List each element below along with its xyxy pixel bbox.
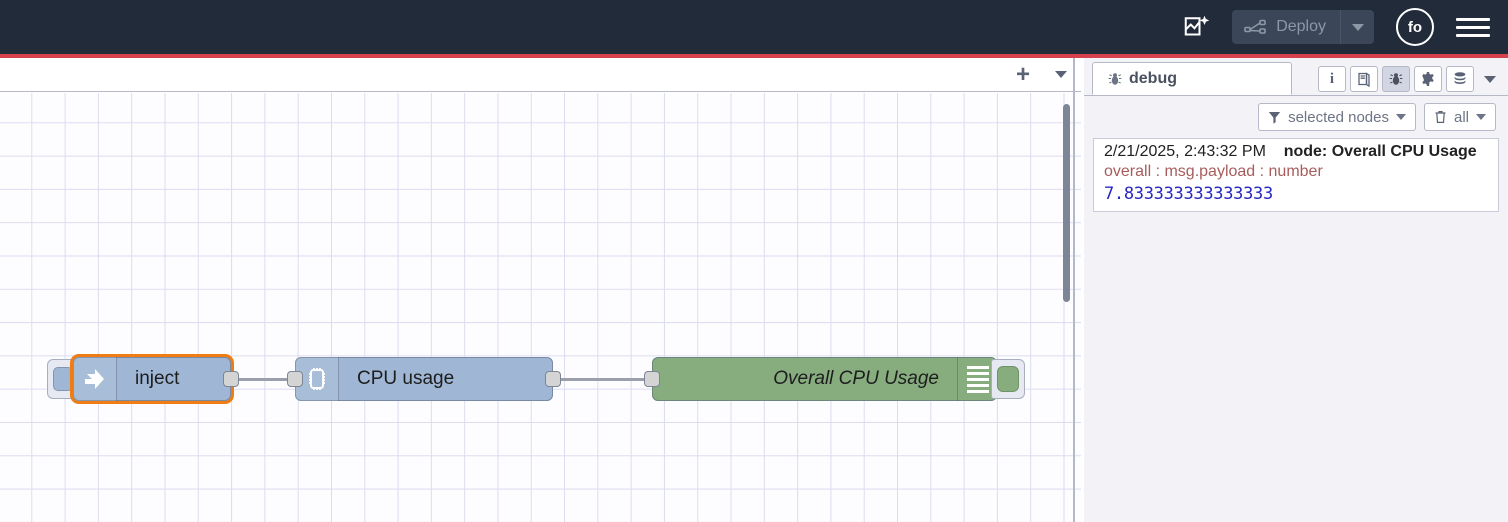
trash-icon (1434, 110, 1447, 124)
node-inject-label: inject (135, 368, 180, 389)
debug-enable-button[interactable] (991, 359, 1025, 399)
sidebar-more-tabs-button[interactable] (1478, 66, 1502, 92)
debug-message-header: 2/21/2025, 2:43:32 PM node: Overall CPU … (1104, 143, 1488, 161)
sidebar-panel: debug i (1084, 58, 1508, 522)
node-debug-label: Overall CPU Usage (773, 368, 939, 389)
canvas-vertical-scrollbar[interactable] (1063, 104, 1070, 302)
debug-message[interactable]: 2/21/2025, 2:43:32 PM node: Overall CPU … (1104, 143, 1488, 204)
chevron-down-icon (1476, 114, 1486, 120)
tab-debug[interactable]: debug (1092, 62, 1292, 95)
canvas-divider (1073, 58, 1075, 522)
add-flow-button[interactable]: + (1015, 60, 1030, 88)
debug-message-timestamp: 2/21/2025, 2:43:32 PM (1104, 143, 1266, 160)
port-output-cpu[interactable] (545, 371, 561, 387)
sidebar-tool-buttons: i (1318, 66, 1508, 95)
header-actions: Deploy fo (1174, 7, 1508, 47)
node-cpu-usage[interactable]: CPU usage (287, 357, 561, 401)
deploy-icon (1242, 17, 1270, 37)
debug-filter-scope-dropdown[interactable]: selected nodes (1258, 103, 1416, 131)
flow-list-menu-button[interactable] (1041, 59, 1081, 91)
debug-filter-scope-label: selected nodes (1288, 108, 1389, 126)
port-output-inject[interactable] (223, 371, 239, 387)
avatar-initials: fo (1407, 18, 1423, 36)
node-inject[interactable]: inject (47, 357, 239, 401)
deploy-button[interactable]: Deploy (1232, 10, 1374, 44)
port-input-debug[interactable] (644, 371, 660, 387)
avatar[interactable]: fo (1396, 8, 1434, 46)
bug-icon (1107, 71, 1123, 87)
debug-clear-label: all (1453, 108, 1469, 126)
wire-inject-to-cpu (237, 378, 297, 381)
port-input-cpu[interactable] (287, 371, 303, 387)
help-book-icon[interactable] (1350, 66, 1378, 92)
debug-clear-dropdown[interactable]: all (1423, 103, 1496, 131)
filter-icon (1268, 111, 1281, 124)
deploy-label: Deploy (1276, 18, 1326, 35)
sidebar-tabrow: debug i (1084, 58, 1508, 96)
wire-cpu-to-debug (552, 378, 647, 381)
inject-arrow-icon (73, 357, 117, 401)
flow-canvas[interactable]: inject CPU usage Overa (0, 93, 1081, 522)
workspace-tabstrip: + (0, 58, 1081, 92)
info-icon[interactable]: i (1318, 66, 1346, 92)
hamburger-menu-icon[interactable] (1456, 10, 1490, 44)
ai-flow-icon[interactable] (1174, 7, 1220, 47)
debug-lines-icon (957, 357, 997, 401)
debug-message-source: node: Overall CPU Usage (1283, 143, 1477, 160)
node-cpu-usage-label: CPU usage (357, 368, 455, 389)
app-header: Deploy fo (0, 0, 1508, 54)
node-overall-cpu-usage[interactable]: Overall CPU Usage (644, 357, 1025, 401)
debug-message-topic: overall : msg.payload : number (1104, 163, 1323, 180)
tab-debug-label: debug (1129, 69, 1177, 87)
debug-message-value: 7.833333333333333 (1104, 184, 1273, 204)
debug-message-list[interactable]: 2/21/2025, 2:43:32 PM node: Overall CPU … (1093, 138, 1499, 212)
context-data-icon[interactable] (1446, 66, 1474, 92)
debug-bug-icon[interactable] (1382, 66, 1410, 92)
chevron-down-icon (1395, 114, 1406, 120)
debug-filter-row: selected nodes all (1084, 96, 1508, 138)
config-gear-icon[interactable] (1414, 66, 1442, 92)
deploy-caret-icon[interactable] (1340, 10, 1374, 44)
deploy-status-bar (0, 54, 1508, 58)
